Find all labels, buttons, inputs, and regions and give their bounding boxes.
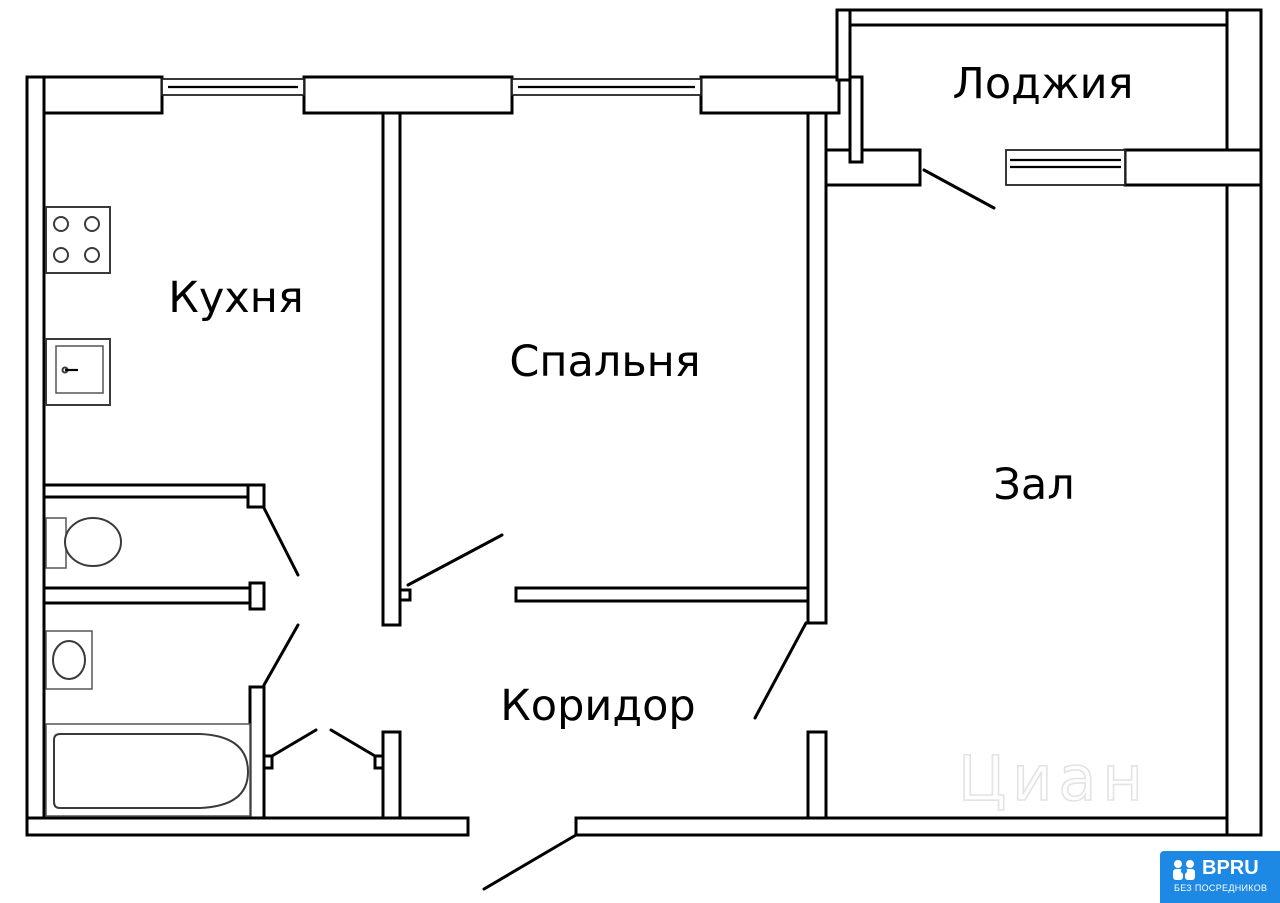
- door-swing-icon: [262, 168, 996, 891]
- stove-icon: [45, 206, 111, 274]
- walls: [25, 8, 1263, 837]
- room-label-kitchen: Кухня: [168, 273, 303, 323]
- people-logo-icon: [1173, 860, 1195, 880]
- bpru-badge: BPRU БЕЗ ПОСРЕДНИКОВ: [1160, 851, 1280, 903]
- sink-icon: [45, 338, 111, 406]
- room-label-hall: Зал: [993, 460, 1074, 510]
- toilet-icon: [45, 517, 122, 569]
- washbasin-icon: [45, 630, 93, 690]
- room-label-bedroom: Спальня: [509, 337, 700, 387]
- room-label-loggia: Лоджия: [953, 59, 1134, 109]
- bathtub-icon: [45, 723, 251, 817]
- room-label-corridor: Коридор: [500, 681, 695, 731]
- badge-tagline: БЕЗ ПОСРЕДНИКОВ: [1174, 883, 1268, 893]
- badge-name: BPRU: [1202, 857, 1259, 879]
- watermark: Циан: [958, 742, 1149, 815]
- window-icon: [161, 78, 1126, 186]
